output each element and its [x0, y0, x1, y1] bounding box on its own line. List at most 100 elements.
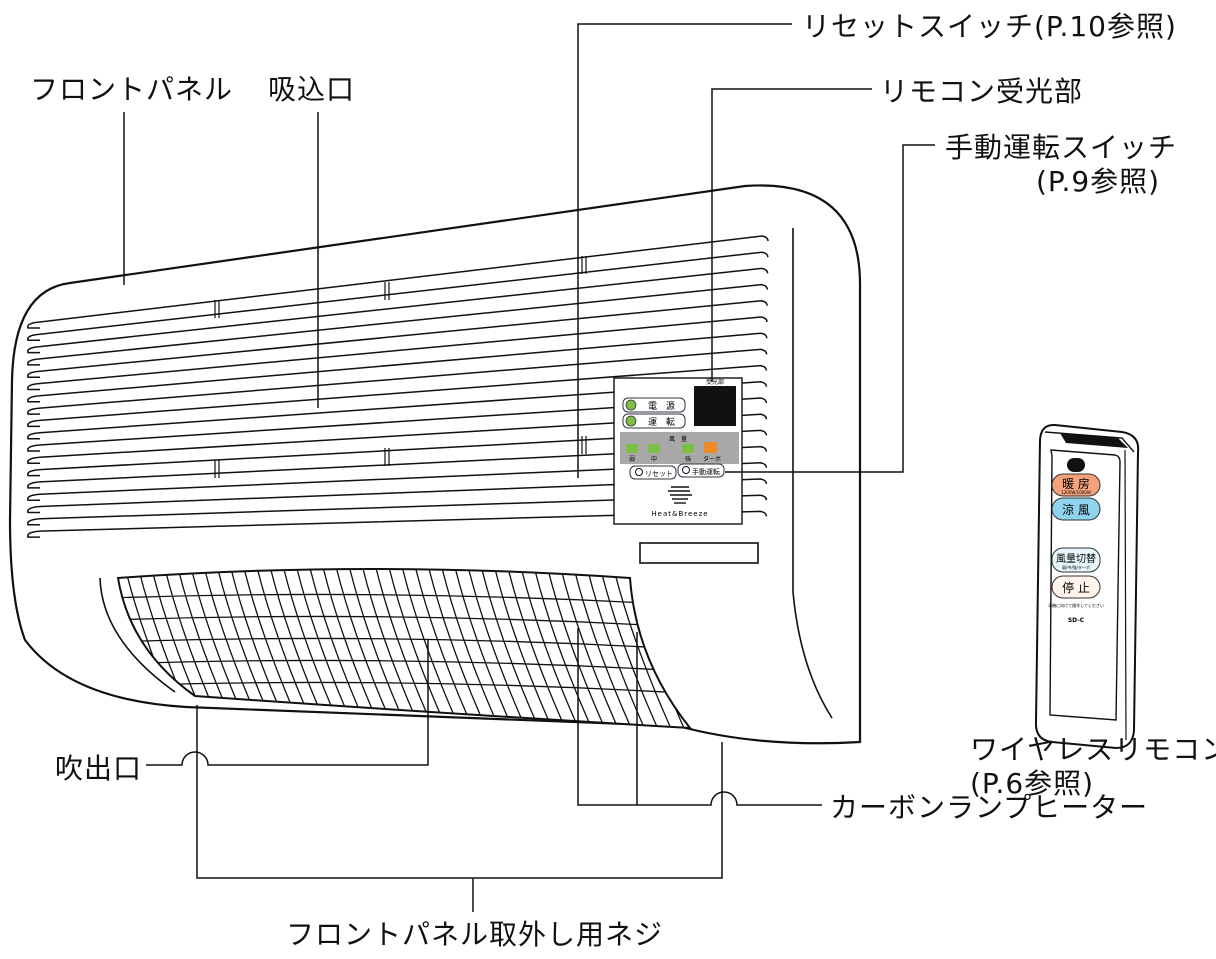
- grille-bar: [362, 569, 422, 728]
- louver-slat: [39, 267, 769, 348]
- grille-crossbar: [118, 615, 690, 629]
- leader-lines: [123, 23, 935, 912]
- manual-run-button-label: 手動運転: [692, 467, 720, 476]
- louver-slat-end: [27, 505, 41, 514]
- brand-name: Heat&Breeze: [651, 510, 708, 518]
- label-front-panel: フロントパネル: [30, 73, 234, 106]
- louver-slat-end: [27, 345, 41, 354]
- louver-slat: [39, 332, 768, 397]
- louver-slat: [39, 429, 768, 471]
- power-led: [625, 399, 637, 411]
- fan-level-strip: [620, 432, 739, 464]
- louver-slat-end: [27, 407, 41, 415]
- louver-slat-end: [27, 333, 41, 342]
- receiver-label: 受光部: [706, 378, 724, 386]
- remote-heat-button[interactable]: [1051, 473, 1101, 497]
- grille-bar: [375, 569, 435, 728]
- louver-slat: [39, 364, 768, 422]
- louver-slat: [39, 494, 768, 520]
- remote-fan-button[interactable]: [1051, 547, 1101, 573]
- grille-bar: [388, 569, 448, 728]
- louver-slat: [39, 300, 768, 372]
- manual-run-button[interactable]: [677, 463, 725, 478]
- fan-led-turbo: [704, 442, 717, 453]
- label-intake: 吸込口: [268, 73, 356, 106]
- label-wireless-remote: ワイヤレスリモコン: [970, 733, 1216, 766]
- run-led: [625, 415, 637, 427]
- label-manual-switch: 手動運転スイッチ: [945, 131, 1178, 164]
- louver-slat: [39, 283, 769, 360]
- grille-bar: [480, 569, 541, 728]
- louver-slat: [39, 381, 768, 434]
- remote-model: SD-C: [1068, 617, 1085, 624]
- remote-receiver-window: [694, 386, 736, 426]
- louver-slat: [39, 413, 768, 459]
- grille-bar: [467, 569, 527, 728]
- grille-crossbar: [118, 593, 690, 607]
- label-panel-screw: フロントパネル取外し用ネジ: [286, 918, 664, 951]
- grille-bar: [586, 569, 646, 728]
- louver-slat-end: [27, 481, 41, 489]
- remote-heat-label: 暖 房: [1062, 476, 1090, 491]
- remote-fan-label: 風量切替: [1056, 552, 1096, 565]
- louver-slat: [39, 510, 768, 532]
- power-label: 電 源: [648, 401, 675, 412]
- reset-button-label: リセット: [645, 470, 673, 478]
- grille-bar: [441, 569, 501, 728]
- remote-stop-button[interactable]: [1051, 575, 1101, 599]
- brand-logo: [668, 486, 692, 504]
- grille-bar: [348, 569, 409, 728]
- grille-bar: [454, 569, 514, 728]
- remote-stop-label: 停 止: [1062, 580, 1090, 595]
- fan-level-low: 弱: [629, 456, 635, 463]
- fan-led-low: [626, 444, 638, 453]
- louver-slat: [39, 316, 768, 385]
- fan-led-high: [682, 444, 694, 453]
- remote-note: 本機に向けて操作してください: [1048, 602, 1104, 608]
- grille-bar: [507, 569, 567, 728]
- louver-slat-end: [27, 518, 41, 526]
- louver-slat-end: [27, 382, 41, 391]
- label-reset-switch: リセットスイッチ(P.10参照): [802, 10, 1177, 43]
- louver-slat: [39, 235, 769, 323]
- remote-fan-sub: 弱/中/強/ターボ: [1062, 564, 1090, 570]
- louver-slat-end: [27, 321, 41, 329]
- grille-bar: [533, 569, 593, 728]
- wireless-remote: 暖 房 1200W/1000W 涼 風 風量切替 弱/中/強/ターボ 停 止 本…: [1034, 423, 1140, 750]
- grille-bar: [428, 569, 488, 728]
- fan-level-mid: 中: [651, 455, 657, 463]
- louver-ribs: [214, 256, 587, 478]
- grille-crossbar: [118, 681, 690, 695]
- label-remote-receiver: リモコン受光部: [880, 75, 1084, 108]
- control-panel: 受光部 電 源 運 転 風 量 弱 中 強 ターボ リセット 手動運転 Heat…: [613, 377, 743, 525]
- remote-cool-label: 涼 風: [1062, 502, 1090, 517]
- louver-slat-end: [27, 358, 41, 366]
- louver-slat-end: [27, 493, 41, 501]
- grille-bar: [414, 569, 475, 728]
- remote-cool-button[interactable]: [1051, 497, 1101, 521]
- run-label: 運 転: [648, 417, 675, 428]
- grille-bar: [494, 569, 554, 728]
- label-outlet: 吹出口: [55, 752, 143, 785]
- grille-bar: [520, 569, 580, 728]
- grille-bar: [401, 569, 461, 728]
- louver-slat-end: [27, 370, 41, 378]
- louver-slat-end: [27, 431, 41, 440]
- grille-crossbar: [118, 659, 690, 673]
- louver-slat: [39, 478, 768, 508]
- fan-led-mid: [648, 444, 660, 453]
- louver-slat: [39, 462, 768, 495]
- louver-slat-end: [27, 530, 41, 538]
- label-wireless-remote-ref: (P.6参照): [970, 767, 1095, 800]
- outlet-vane-slot: [639, 542, 759, 564]
- louver-slat-end: [27, 444, 41, 452]
- label-manual-switch-ref: (P.9参照): [1036, 165, 1161, 198]
- remote-heat-sub: 1200W/1000W: [1061, 490, 1091, 495]
- grille-crossbar: [118, 637, 690, 651]
- louver-slat: [39, 348, 768, 409]
- louver-slat: [39, 251, 769, 336]
- fan-level-turbo: ターボ: [703, 455, 721, 463]
- grille-bar: [335, 569, 395, 728]
- louver-slat: [39, 445, 768, 483]
